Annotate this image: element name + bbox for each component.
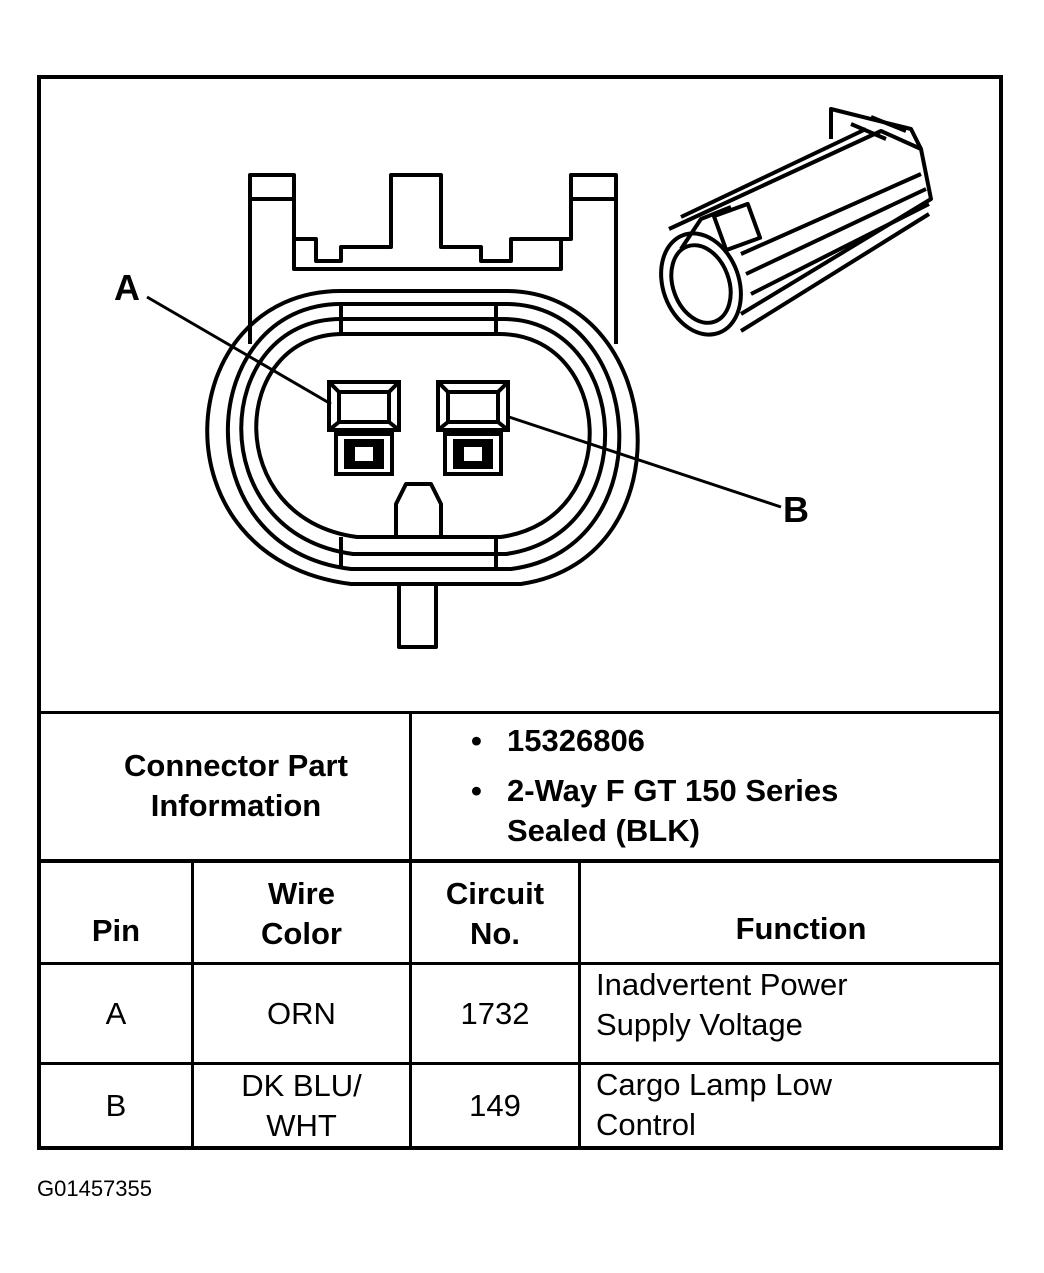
diagram-frame: A B Connector Part Information 15326806 … bbox=[37, 75, 1003, 1150]
row-a-wire-line1: ORN bbox=[267, 995, 336, 1031]
header-function: Function bbox=[735, 911, 867, 946]
table-rule bbox=[409, 711, 412, 861]
connector-description-line1: 2-Way F GT 150 Series bbox=[507, 773, 839, 808]
table-rule bbox=[41, 1062, 999, 1065]
row-b-wire-line1: DK BLU/ bbox=[241, 1067, 362, 1103]
row-b-pin: B bbox=[105, 1087, 127, 1123]
callout-a-leader bbox=[146, 295, 332, 406]
table-rule bbox=[41, 859, 999, 863]
figure-id: G01457355 bbox=[37, 1176, 152, 1201]
connector-info-list: 15326806 2-Way F GT 150 Series Sealed (B… bbox=[471, 721, 838, 851]
table-rule bbox=[578, 861, 581, 1146]
row-a-wire-color: ORN bbox=[194, 965, 409, 1062]
row-a-function: Inadvertent Power Supply Voltage bbox=[596, 965, 996, 1062]
row-b-wire-line2: WHT bbox=[266, 1107, 337, 1143]
row-a-pin: A bbox=[105, 995, 127, 1031]
connector-table: Connector Part Information 15326806 2-Wa… bbox=[41, 711, 999, 1146]
header-circuit-no: Circuit No. bbox=[412, 871, 578, 956]
part-number: 15326806 bbox=[471, 721, 838, 761]
row-a-circuit: 1732 bbox=[460, 995, 530, 1031]
seal-ring-middle bbox=[239, 317, 608, 556]
row-a-function-line2: Supply Voltage bbox=[596, 1007, 803, 1042]
connector-perspective-view bbox=[659, 107, 933, 337]
connector-description-line2: Sealed (BLK) bbox=[507, 813, 700, 848]
header-wire-color-line1: Wire bbox=[268, 875, 335, 911]
header-circuit-line1: Circuit bbox=[445, 875, 545, 911]
table-rule bbox=[409, 861, 412, 1146]
connector-info-header: Connector Part Information bbox=[124, 748, 348, 823]
header-wire-color-line2: Color bbox=[261, 915, 342, 951]
row-a-function-line1: Inadvertent Power bbox=[596, 967, 848, 1002]
header-circuit-line2: No. bbox=[470, 915, 520, 951]
row-b-function-line2: Control bbox=[596, 1107, 696, 1142]
terminal-b bbox=[436, 380, 510, 476]
row-b-function-line1: Cargo Lamp Low bbox=[596, 1067, 833, 1102]
row-b-circuit: 149 bbox=[469, 1087, 521, 1123]
callout-a-label: A bbox=[114, 267, 140, 308]
seal-ring-inner bbox=[254, 332, 592, 539]
callout-b-leader bbox=[508, 415, 782, 509]
connector-bottom-key bbox=[397, 584, 438, 649]
table-rule bbox=[41, 962, 999, 965]
header-wire-color: Wire Color bbox=[194, 871, 409, 956]
row-b-wire-color: DK BLU/ WHT bbox=[194, 1065, 409, 1146]
header-pin: Pin bbox=[91, 913, 141, 948]
seal-ring-outer bbox=[225, 302, 622, 571]
connector-diagram bbox=[146, 107, 933, 649]
callout-b-label: B bbox=[783, 489, 809, 530]
table-rule bbox=[41, 711, 999, 714]
polarization-key bbox=[394, 482, 443, 537]
table-rule bbox=[191, 861, 194, 1146]
row-b-function: Cargo Lamp Low Control bbox=[596, 1065, 996, 1146]
terminal-a bbox=[327, 380, 401, 476]
connector-description: 2-Way F GT 150 Series Sealed (BLK) bbox=[471, 771, 838, 851]
